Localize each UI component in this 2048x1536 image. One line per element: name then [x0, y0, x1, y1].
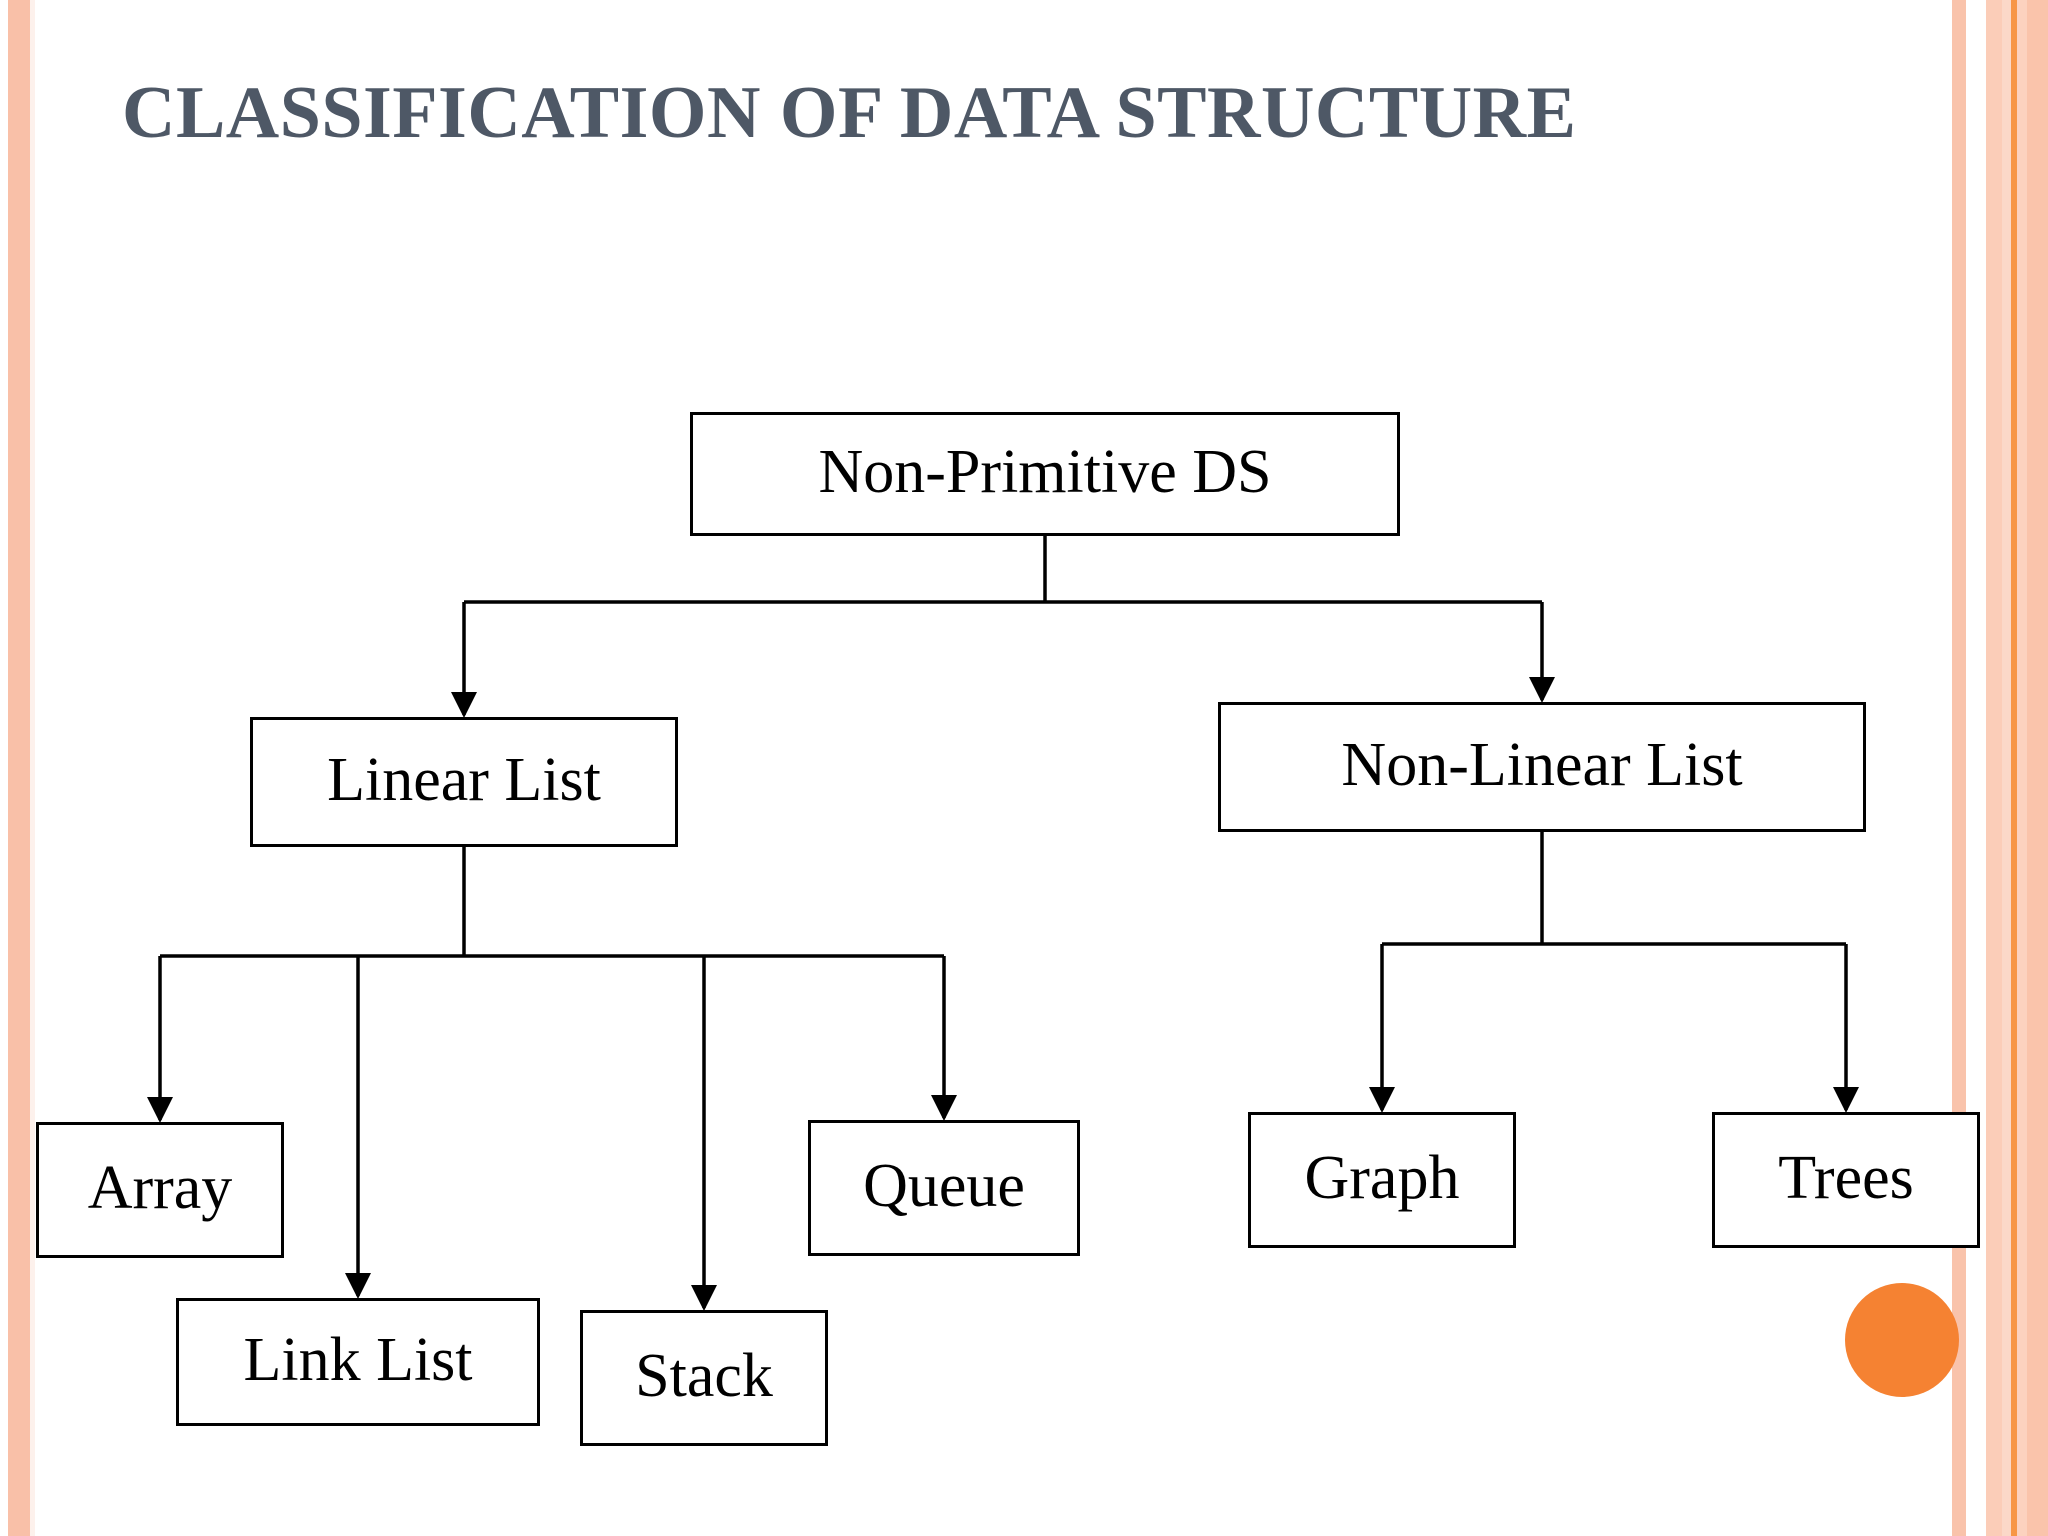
right-border-band	[1950, 0, 2048, 1536]
node-label-graph: Graph	[1304, 1144, 1460, 1212]
page-title: CLASSIFICATION OF DATA STRUCTURE	[122, 72, 1577, 154]
node-label-linklist: Link List	[243, 1326, 473, 1394]
node-linklist: Link List	[176, 1298, 540, 1426]
node-queue: Queue	[808, 1120, 1080, 1256]
node-label-stack: Stack	[635, 1342, 773, 1410]
node-linear: Linear List	[250, 717, 678, 847]
node-stack: Stack	[580, 1310, 828, 1446]
node-trees: Trees	[1712, 1112, 1980, 1248]
node-label-nonlinear: Non-Linear List	[1341, 731, 1743, 799]
node-label-queue: Queue	[863, 1152, 1025, 1220]
node-root: Non-Primitive DS	[690, 412, 1400, 536]
left-border-stripe	[8, 0, 30, 1536]
node-label-root: Non-Primitive DS	[818, 438, 1272, 506]
node-label-array: Array	[87, 1154, 233, 1222]
right-stripe-6	[2017, 0, 2027, 1536]
node-label-linear: Linear List	[327, 746, 601, 814]
node-array: Array	[36, 1122, 284, 1258]
orange-circle-decoration	[1845, 1283, 1959, 1397]
node-label-trees: Trees	[1778, 1144, 1914, 1212]
right-stripe-7	[2027, 0, 2048, 1536]
right-stripe-accent	[2011, 0, 2017, 1536]
node-graph: Graph	[1248, 1112, 1516, 1248]
right-stripe-3	[1986, 0, 2002, 1536]
right-stripe-4	[2002, 0, 2011, 1536]
node-nonlinear: Non-Linear List	[1218, 702, 1866, 832]
left-border-inner-stripe	[30, 0, 35, 1536]
